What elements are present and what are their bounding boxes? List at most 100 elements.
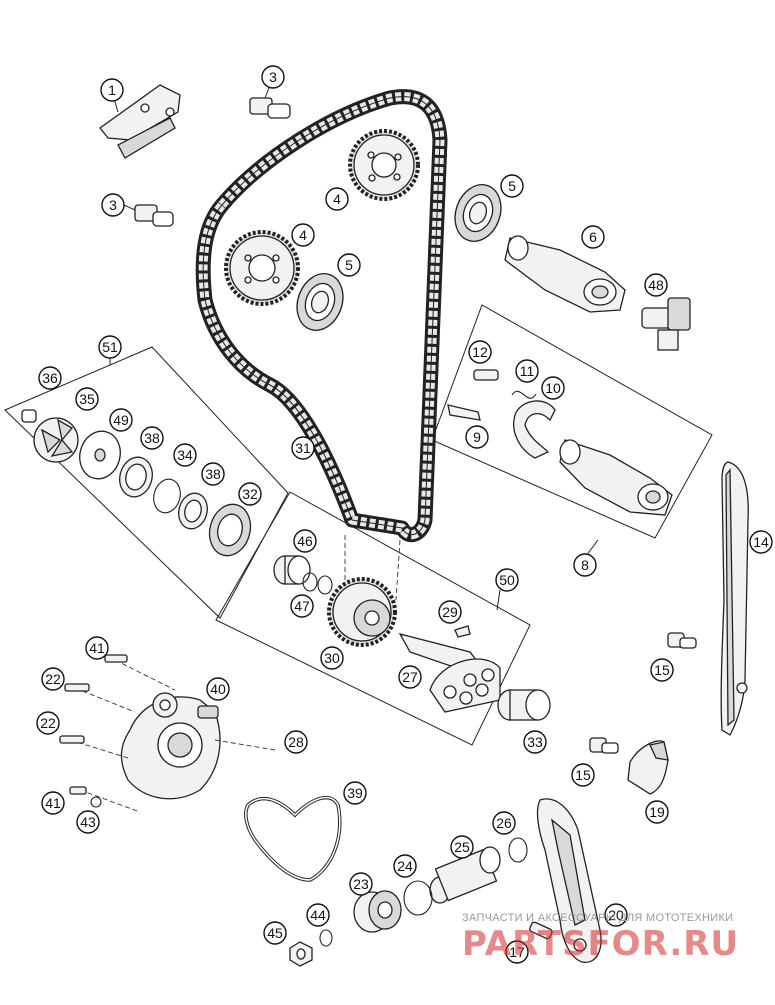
callout-29: 29 bbox=[438, 600, 462, 624]
line-28 bbox=[214, 739, 276, 751]
intermediate-gear bbox=[327, 577, 397, 647]
svg-text:34: 34 bbox=[177, 447, 193, 463]
svg-text:28: 28 bbox=[288, 734, 304, 750]
callout-30: 30 bbox=[320, 646, 344, 670]
pivot-bolt-17 bbox=[529, 921, 553, 940]
woodruff-key bbox=[454, 625, 471, 638]
washers bbox=[302, 572, 333, 595]
svg-text:4: 4 bbox=[333, 191, 341, 207]
callout-40: 40 bbox=[206, 677, 230, 701]
svg-text:1: 1 bbox=[108, 82, 116, 98]
svg-text:43: 43 bbox=[80, 814, 96, 830]
callout-51: 51 bbox=[98, 335, 122, 359]
callout-41-lower: 41 bbox=[41, 791, 65, 815]
svg-text:35: 35 bbox=[79, 391, 95, 407]
watermark-tagline: ЗАПЧАСТИ И АКСЕССУАРЫ ДЛЯ МОТОТЕХНИКИ bbox=[462, 912, 734, 924]
bearing-upper bbox=[454, 184, 502, 242]
chain-guide-piece bbox=[627, 740, 669, 795]
callout-10: 10 bbox=[541, 376, 565, 400]
svg-text:11: 11 bbox=[520, 363, 535, 379]
washer-44 bbox=[319, 929, 333, 947]
svg-text:8: 8 bbox=[581, 557, 589, 573]
svg-text:46: 46 bbox=[297, 533, 313, 549]
callout-26: 26 bbox=[492, 811, 516, 835]
svg-text:33: 33 bbox=[527, 734, 543, 750]
svg-text:41: 41 bbox=[45, 795, 61, 811]
svg-text:20: 20 bbox=[608, 907, 624, 923]
callout-19: 19 bbox=[645, 800, 669, 824]
svg-text:47: 47 bbox=[294, 598, 310, 614]
svg-text:10: 10 bbox=[545, 380, 561, 396]
camshaft-exhaust bbox=[559, 439, 673, 516]
callout-28: 28 bbox=[284, 730, 308, 754]
camshaft-sensor bbox=[641, 297, 691, 351]
chain-guide-bracket bbox=[99, 84, 181, 159]
o-ring bbox=[508, 837, 528, 863]
callout-27: 27 bbox=[398, 665, 422, 689]
timing-chain bbox=[195, 89, 448, 543]
circlip bbox=[153, 478, 181, 514]
callout-39: 39 bbox=[343, 781, 367, 805]
bolt-upper bbox=[249, 97, 291, 119]
svg-text:25: 25 bbox=[454, 839, 470, 855]
svg-text:22: 22 bbox=[40, 715, 56, 731]
decompressor-pin bbox=[473, 369, 499, 381]
frame-water-pump-kit bbox=[4, 346, 289, 619]
shaft-seal-ring bbox=[119, 456, 153, 498]
tensioner-piston bbox=[429, 846, 501, 904]
tensioner-housing bbox=[353, 890, 402, 933]
svg-text:22: 22 bbox=[45, 671, 61, 687]
callout-17: 17 bbox=[505, 940, 529, 964]
callout-46: 46 bbox=[293, 529, 317, 553]
bolt-15-lower bbox=[589, 737, 619, 754]
svg-text:4: 4 bbox=[299, 227, 307, 243]
svg-text:51: 51 bbox=[102, 339, 118, 355]
svg-text:30: 30 bbox=[324, 650, 340, 666]
svg-text:26: 26 bbox=[496, 815, 512, 831]
callout-48: 48 bbox=[644, 273, 668, 297]
svg-text:48: 48 bbox=[648, 277, 664, 293]
site-watermark: ЗАПЧАСТИ И АКСЕССУАРЫ ДЛЯ МОТОТЕХНИКИ PA… bbox=[462, 912, 767, 964]
bearing-lower bbox=[296, 273, 344, 331]
callout-22-lower: 22 bbox=[36, 711, 60, 735]
bushing bbox=[273, 555, 311, 585]
sprocket-upper bbox=[348, 129, 420, 201]
svg-text:50: 50 bbox=[499, 572, 515, 588]
svg-text:32: 32 bbox=[242, 486, 258, 502]
ball-bearing-pump bbox=[208, 503, 252, 557]
svg-text:44: 44 bbox=[310, 907, 326, 923]
svg-text:38: 38 bbox=[144, 430, 160, 446]
callout-43: 43 bbox=[76, 810, 100, 834]
callout-41-upper: 41 bbox=[85, 636, 109, 660]
camshaft-intake bbox=[504, 235, 626, 313]
callout-14: 14 bbox=[749, 530, 773, 554]
decompressor-spring bbox=[511, 390, 537, 399]
svg-text:14: 14 bbox=[753, 534, 769, 550]
svg-text:41: 41 bbox=[89, 640, 105, 656]
svg-text:3: 3 bbox=[269, 69, 277, 85]
svg-text:6: 6 bbox=[589, 229, 597, 245]
callout-32: 32 bbox=[238, 482, 262, 506]
seal-ring-2 bbox=[178, 492, 208, 530]
crankshaft-pinion-shaft bbox=[398, 632, 501, 713]
chain-tensioner-rail bbox=[720, 461, 749, 736]
bolt-15-upper bbox=[667, 632, 697, 649]
svg-text:24: 24 bbox=[397, 858, 413, 874]
callout-6: 6 bbox=[581, 225, 605, 249]
bolt-lower bbox=[134, 204, 174, 227]
svg-text:5: 5 bbox=[508, 178, 516, 194]
svg-text:23: 23 bbox=[353, 876, 369, 892]
watermark-logo: PARTSFOR.RU bbox=[462, 924, 740, 964]
callout-44: 44 bbox=[306, 903, 330, 927]
decompressor-weight bbox=[513, 400, 556, 459]
callout-12: 12 bbox=[468, 340, 492, 364]
nut-45 bbox=[289, 941, 313, 967]
callout-24: 24 bbox=[393, 854, 417, 878]
callout-31: 31 bbox=[291, 436, 315, 460]
svg-text:3: 3 bbox=[109, 197, 117, 213]
callout-20: 20 bbox=[604, 903, 628, 927]
svg-text:12: 12 bbox=[472, 344, 488, 360]
svg-text:27: 27 bbox=[402, 669, 418, 685]
callout-3-upper: 3 bbox=[261, 65, 285, 89]
